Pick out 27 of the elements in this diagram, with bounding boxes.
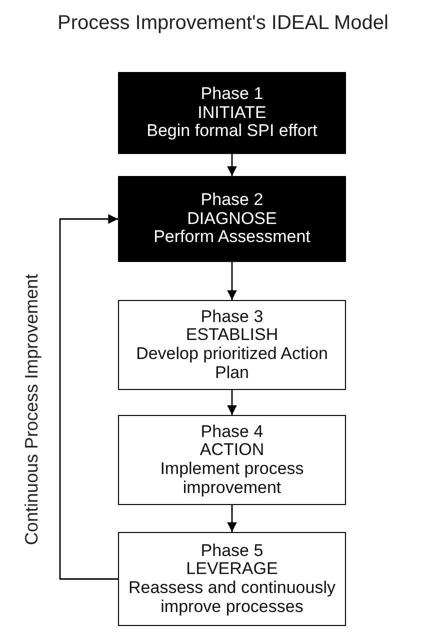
phase-text: Perform Assessment xyxy=(154,228,310,248)
phase-text: Phase 1 xyxy=(200,84,264,104)
phase-text: Reassess and continuously improve processes xyxy=(128,579,336,616)
phase-text: LEVERAGE xyxy=(186,560,278,579)
phase-text: ESTABLISH xyxy=(186,326,278,345)
phase-text: Begin formal SPI effort xyxy=(146,122,318,142)
arrow xyxy=(227,505,237,532)
phase-box xyxy=(118,176,346,262)
phase-text: INITIATE xyxy=(198,104,266,122)
phase-text: Phase 2 xyxy=(200,190,264,210)
phase-text: Implement process improvement xyxy=(159,460,305,498)
phase-text: Phase 5 xyxy=(200,542,264,560)
phase-text: DIAGNOSE xyxy=(187,210,277,228)
arrow xyxy=(59,214,118,580)
phase-box xyxy=(118,72,346,154)
phase-text: Develop prioritized Action Plan xyxy=(135,345,329,382)
arrow xyxy=(227,262,237,300)
arrow xyxy=(227,154,237,176)
phase-box xyxy=(118,300,346,390)
arrow xyxy=(227,390,237,415)
loop-label: Continuous Process Improvement xyxy=(22,272,42,548)
phase-text: Phase 3 xyxy=(200,308,264,326)
phase-box xyxy=(118,415,346,505)
phase-text: ACTION xyxy=(200,441,264,460)
diagram-title: Process Improvement's IDEAL Model xyxy=(56,12,390,35)
phase-text: Phase 4 xyxy=(200,422,264,442)
phase-box xyxy=(118,532,346,626)
